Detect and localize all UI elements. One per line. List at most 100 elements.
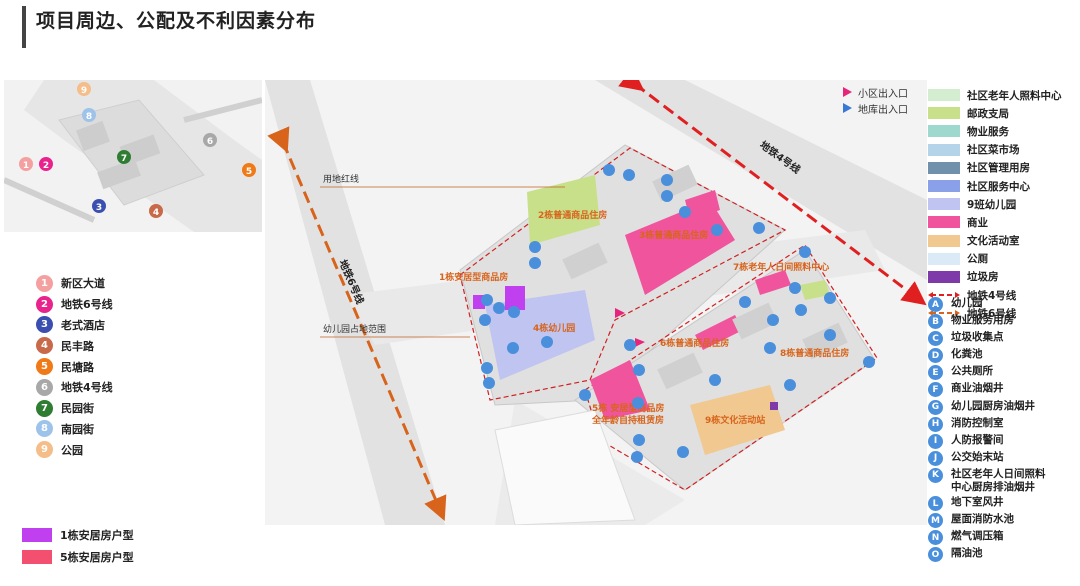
function-swatch	[928, 143, 960, 156]
svg-text:6: 6	[207, 137, 213, 147]
facility-dot: D	[928, 348, 943, 364]
function-label: 地铁4号线	[967, 289, 1017, 302]
function-legend-item: 社区服务中心	[928, 177, 1062, 195]
loc-label: 南园街	[61, 422, 94, 436]
svg-text:8: 8	[86, 112, 92, 122]
loc-dot-7: 7	[36, 399, 53, 417]
red-line-label: 用地红线	[323, 173, 359, 185]
loc-label: 老式酒店	[61, 318, 105, 332]
loc-marker-8: 8	[82, 108, 96, 122]
location-legend-item: 4 民丰路	[36, 335, 113, 356]
function-label: 社区老年人照料中心	[967, 89, 1062, 102]
svg-text:2: 2	[43, 161, 49, 171]
loc-label: 民园街	[61, 402, 94, 416]
loc-dot-1: 1	[36, 274, 53, 292]
garage-entrance-icon	[843, 103, 852, 113]
loc-marker-9: 9	[77, 82, 91, 96]
function-label: 地铁6号线	[967, 307, 1017, 320]
facility-markers	[479, 164, 875, 463]
entrance-label: 地库出入口	[858, 104, 908, 116]
building-1-label: 1栋安居型商品房	[439, 271, 508, 283]
facility-label: 社区老年人日间照料中心厨房排油烟井	[951, 467, 1046, 493]
facility-label: 燃气调压箱	[951, 530, 1004, 543]
svg-text:9: 9	[81, 86, 87, 96]
function-label: 社区服务中心	[967, 180, 1030, 193]
loc-dot-4: 4	[36, 337, 53, 355]
function-legend-item: 社区菜市场	[928, 141, 1062, 159]
loc-dot-5: 5	[36, 358, 53, 376]
function-swatch	[928, 89, 960, 102]
facility-label: 幼儿园	[951, 297, 983, 309]
function-legend-item: 9班幼儿园	[928, 195, 1062, 213]
facility-legend-item: D 化粪池	[928, 348, 1046, 364]
loc-marker-6: 6	[203, 133, 217, 147]
page-title: 项目周边、公配及不利因素分布	[36, 10, 317, 32]
function-legend-item: 物业服务	[928, 122, 1062, 140]
function-swatch	[928, 125, 960, 138]
loc-label: 新区大道	[61, 277, 105, 291]
facility-dot: K	[928, 467, 943, 483]
function-swatch	[928, 252, 960, 265]
building-4-label: 4栋幼儿园	[533, 322, 575, 334]
metro-6-line	[267, 126, 447, 522]
facility-dot: J	[928, 450, 943, 466]
loc-dot-2: 2	[36, 295, 53, 313]
loc-dot-8: 8	[36, 420, 53, 438]
svg-text:3: 3	[96, 203, 102, 213]
facility-dot: F	[928, 382, 943, 398]
facility-legend-item: B 物业服务用房	[928, 314, 1046, 330]
facility-label: 物业服务用房	[951, 314, 1014, 327]
entrance-legend-item: 地库出入口	[843, 100, 908, 116]
loc-label: 地铁4号线	[61, 381, 113, 395]
building-2-label: 2栋普通商品住房	[538, 209, 607, 221]
unit-swatch	[22, 528, 52, 542]
location-legend-item: 2 地铁6号线	[36, 294, 113, 315]
unit-swatch	[22, 550, 52, 564]
function-swatch	[928, 180, 960, 193]
function-legend-item: 垃圾房	[928, 268, 1062, 286]
facility-label: 消防控制室	[951, 416, 1004, 429]
building-6-label: 6栋普通商品住房	[660, 337, 729, 349]
unit-legend-item: 5栋安居房户型	[22, 546, 134, 568]
function-legend-item: 商业	[928, 213, 1062, 231]
facility-dot: E	[928, 365, 943, 381]
function-legend-item: 地铁4号线	[928, 286, 1062, 304]
facility-label: 公交始末站	[951, 450, 1004, 463]
facility-dot: A	[928, 297, 943, 312]
facility-label: 屋面消防水池	[951, 513, 1014, 526]
location-map: 1 2 3 4 5 6 7 8 9	[4, 80, 262, 232]
loc-marker-4: 4	[149, 204, 163, 218]
location-legend-item: 7 民园街	[36, 398, 113, 419]
unit-legend-item: 1栋安居房户型	[22, 524, 134, 546]
community-entrance-icon	[843, 87, 852, 97]
metro-4-line	[618, 80, 927, 306]
function-swatch	[928, 270, 960, 283]
location-legend-item: 5 民塘路	[36, 356, 113, 377]
unit-label: 5栋安居房户型	[60, 551, 134, 564]
loc-label: 地铁6号线	[61, 298, 113, 312]
loc-label: 民塘路	[61, 360, 94, 374]
loc-label: 公园	[61, 443, 83, 457]
facility-dot: I	[928, 433, 943, 449]
facility-dot: C	[928, 331, 943, 347]
loc-label: 民丰路	[61, 339, 94, 353]
function-label: 社区管理用房	[967, 162, 1030, 175]
function-swatch	[928, 216, 960, 229]
unit-legend: 1栋安居房户型 5栋安居房户型	[22, 524, 134, 568]
facility-dot: O	[928, 547, 943, 563]
building-5-label: 5栋 安居型商品房	[592, 402, 664, 414]
facility-label: 化粪池	[951, 348, 983, 361]
loc-marker-5: 5	[242, 163, 256, 177]
facility-legend-item: N 燃气调压箱	[928, 530, 1046, 546]
facility-dot: B	[928, 314, 943, 330]
loc-marker-2: 2	[39, 157, 53, 171]
facility-dot: N	[928, 530, 943, 546]
